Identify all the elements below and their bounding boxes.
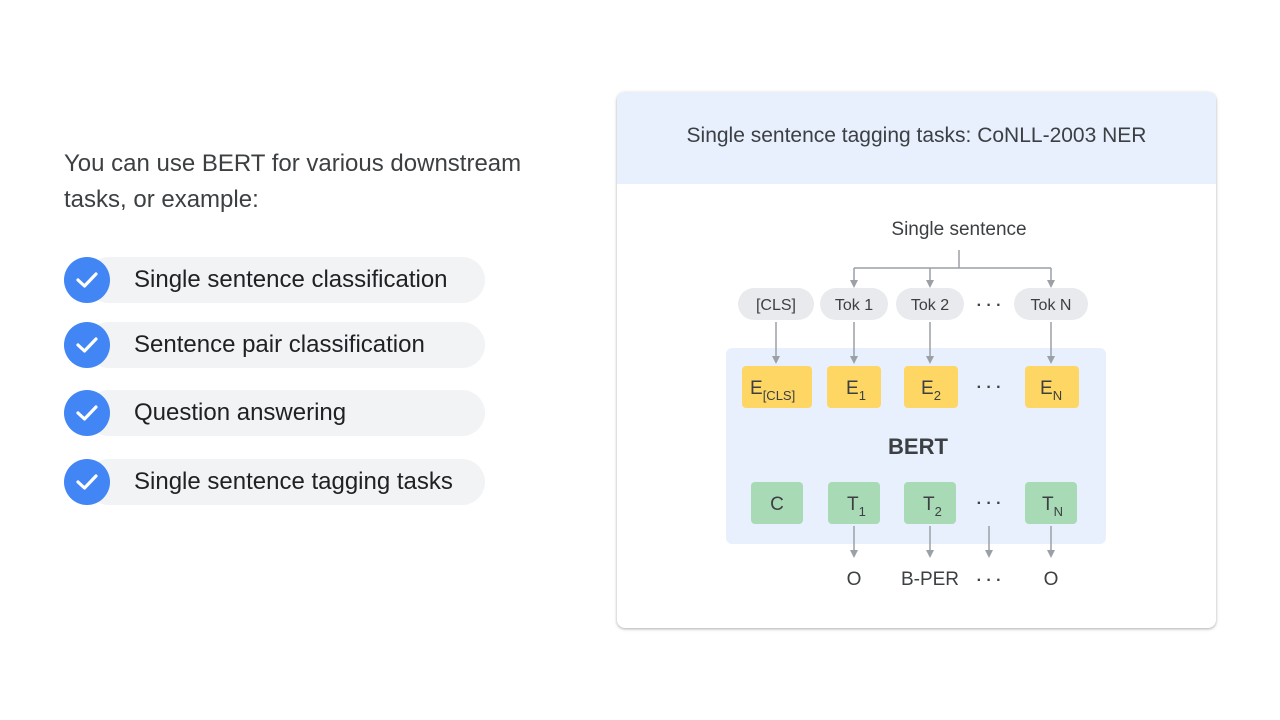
task-pill bbox=[86, 390, 485, 436]
token-label: Tok N bbox=[1031, 297, 1072, 314]
prediction-label: O bbox=[1044, 569, 1059, 590]
embedding-label: E[CLS] bbox=[750, 378, 795, 403]
token-pill bbox=[738, 288, 814, 320]
intro-line-2: tasks, or example: bbox=[64, 186, 259, 213]
task-item: Single sentence classification bbox=[64, 257, 485, 303]
output-arrows bbox=[850, 526, 1055, 558]
embedding-box bbox=[827, 366, 881, 408]
ellipsis: · · · bbox=[977, 495, 1002, 512]
ellipsis: · · · bbox=[977, 379, 1002, 396]
task-item: Single sentence tagging tasks bbox=[64, 459, 485, 505]
embedding-box bbox=[904, 366, 958, 408]
bert-label: BERT bbox=[888, 434, 948, 459]
embedding-row: E[CLS] E1 E2 · · · EN bbox=[742, 366, 1079, 408]
task-pill bbox=[86, 257, 485, 303]
task-item: Question answering bbox=[64, 390, 485, 436]
task-pill bbox=[86, 322, 485, 368]
hidden-box bbox=[904, 482, 956, 524]
task-label: Sentence pair classification bbox=[134, 331, 425, 358]
hidden-row: C T1 T2 · · · TN bbox=[751, 482, 1077, 524]
token-label: Tok 2 bbox=[911, 297, 949, 314]
check-icon bbox=[64, 322, 110, 368]
token-pill bbox=[1014, 288, 1088, 320]
embedding-label: E1 bbox=[846, 378, 866, 403]
check-icon bbox=[64, 257, 110, 303]
prediction-label: B-PER bbox=[901, 569, 959, 590]
embedding-label: EN bbox=[1040, 378, 1062, 403]
task-label: Single sentence classification bbox=[134, 266, 448, 293]
embedding-label: E2 bbox=[921, 378, 941, 403]
task-pill bbox=[86, 459, 485, 505]
card-title: Single sentence tagging tasks: CoNLL-200… bbox=[686, 124, 1147, 147]
token-embedding-arrows bbox=[772, 322, 1055, 364]
hidden-label: T1 bbox=[847, 494, 866, 519]
ellipsis: · · · bbox=[977, 297, 1002, 314]
input-connector bbox=[850, 250, 1055, 288]
prediction-label: O bbox=[847, 569, 862, 590]
embedding-box bbox=[1025, 366, 1079, 408]
ellipsis: · · · bbox=[977, 572, 1002, 589]
intro-text: You can use BERT for various downstream … bbox=[64, 146, 564, 218]
diagram-card: Single sentence tagging tasks: CoNLL-200… bbox=[617, 92, 1216, 628]
hidden-label: C bbox=[770, 494, 784, 515]
bert-box bbox=[726, 348, 1106, 544]
token-pill bbox=[896, 288, 964, 320]
check-icon bbox=[64, 459, 110, 505]
hidden-label: TN bbox=[1042, 494, 1063, 519]
embedding-box bbox=[742, 366, 812, 408]
card-header bbox=[617, 92, 1216, 184]
task-item: Sentence pair classification bbox=[64, 322, 485, 368]
token-pill bbox=[820, 288, 888, 320]
hidden-box bbox=[751, 482, 803, 524]
token-label: Tok 1 bbox=[835, 297, 873, 314]
input-label: Single sentence bbox=[891, 219, 1026, 240]
check-icon bbox=[64, 390, 110, 436]
hidden-label: T2 bbox=[923, 494, 942, 519]
prediction-row: O B-PER · · · O bbox=[847, 569, 1059, 590]
hidden-box bbox=[828, 482, 880, 524]
intro-line-1: You can use BERT for various downstream bbox=[64, 150, 522, 177]
bert-diagram: Single sentence [CLS] Tok 1 Tok 2 · · · … bbox=[726, 219, 1106, 590]
hidden-box bbox=[1025, 482, 1077, 524]
task-label: Single sentence tagging tasks bbox=[134, 468, 453, 495]
token-label: [CLS] bbox=[756, 297, 796, 314]
task-label: Question answering bbox=[134, 399, 347, 426]
token-row: [CLS] Tok 1 Tok 2 · · · Tok N bbox=[738, 288, 1088, 320]
